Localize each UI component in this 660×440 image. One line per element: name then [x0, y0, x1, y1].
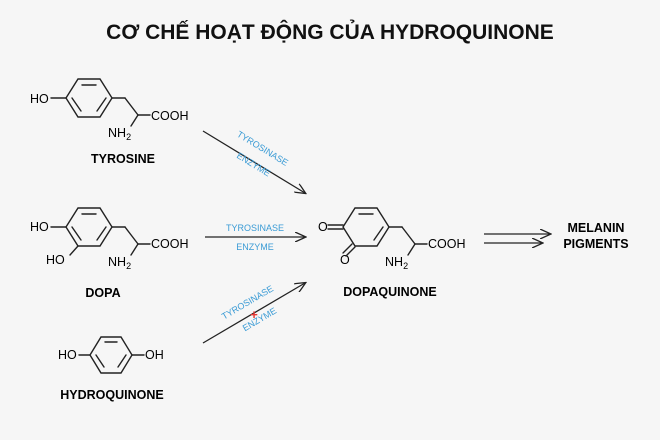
tyrosine-cooh-label: COOH [151, 109, 189, 123]
dopaquinone-nh2-label: NH2 [385, 255, 408, 271]
dopa-bond [130, 243, 139, 256]
hydroquinone-structure: HO OH [58, 336, 164, 374]
tyrosine-name: TYROSINE [91, 152, 155, 166]
page-title: CƠ CHẾ HOẠT ĐỘNG CỦA HYDROQUINONE [106, 20, 554, 44]
tyrosine-reaction-arrow [202, 130, 305, 193]
hydroquinone-ho-label: HO [58, 348, 77, 362]
dopaquinone-cooh-label: COOH [428, 237, 466, 251]
dopa-double-bond [71, 226, 82, 241]
dopaquinone-double-bond [345, 246, 356, 257]
tyrosine-bond [130, 114, 139, 127]
tyrosine-nh2-label: NH2 [108, 126, 131, 142]
hydroquinone-name: HYDROQUINONE [60, 388, 163, 402]
hydroquinone-double-bond [95, 354, 105, 368]
hydroquinone-double-bond [117, 354, 127, 368]
dopa-cooh-label: COOH [151, 237, 189, 251]
dopa-arrow-enzyme-bottom: ENZYME [236, 242, 274, 252]
dopaquinone-double-bond [373, 226, 384, 241]
dopaquinone-double-bond [342, 243, 353, 254]
dopa-bond [124, 226, 139, 245]
inhibition-mark: + [250, 307, 258, 322]
dopaquinone-bond [407, 243, 416, 256]
dopaquinone-bond [401, 226, 416, 245]
tyrosine-bond [124, 97, 139, 116]
dopaquinone-o-bottom-label: O [340, 253, 350, 267]
tyrosine-ho-label: HO [30, 92, 49, 106]
dopa-name: DOPA [85, 286, 120, 300]
dopa-arrow-enzyme-top: TYROSINASE [226, 223, 284, 233]
tyrosine-double-bond [96, 97, 107, 112]
product-line-2: PIGMENTS [563, 237, 628, 251]
tyrosine-double-bond [71, 97, 82, 112]
dopa-ho-top-label: HO [30, 220, 49, 234]
dopa-double-bond [96, 226, 107, 241]
dopaquinone-structure: O O COOH NH2 [318, 207, 466, 271]
dopa-nh2-label: NH2 [108, 255, 131, 271]
dopaquinone-name: DOPAQUINONE [343, 285, 437, 299]
hydroquinone-oh-label: OH [145, 348, 164, 362]
tyrosine-structure: HO COOH NH2 [30, 78, 189, 142]
dopa-structure: HO HO COOH NH2 [30, 207, 189, 271]
dopa-bond [69, 245, 79, 256]
product-line-1: MELANIN [568, 221, 625, 235]
dopa-ho-bottom-label: HO [46, 253, 65, 267]
dopaquinone-o-top-label: O [318, 220, 328, 234]
hydroquinone-reaction-arrow [202, 283, 305, 344]
